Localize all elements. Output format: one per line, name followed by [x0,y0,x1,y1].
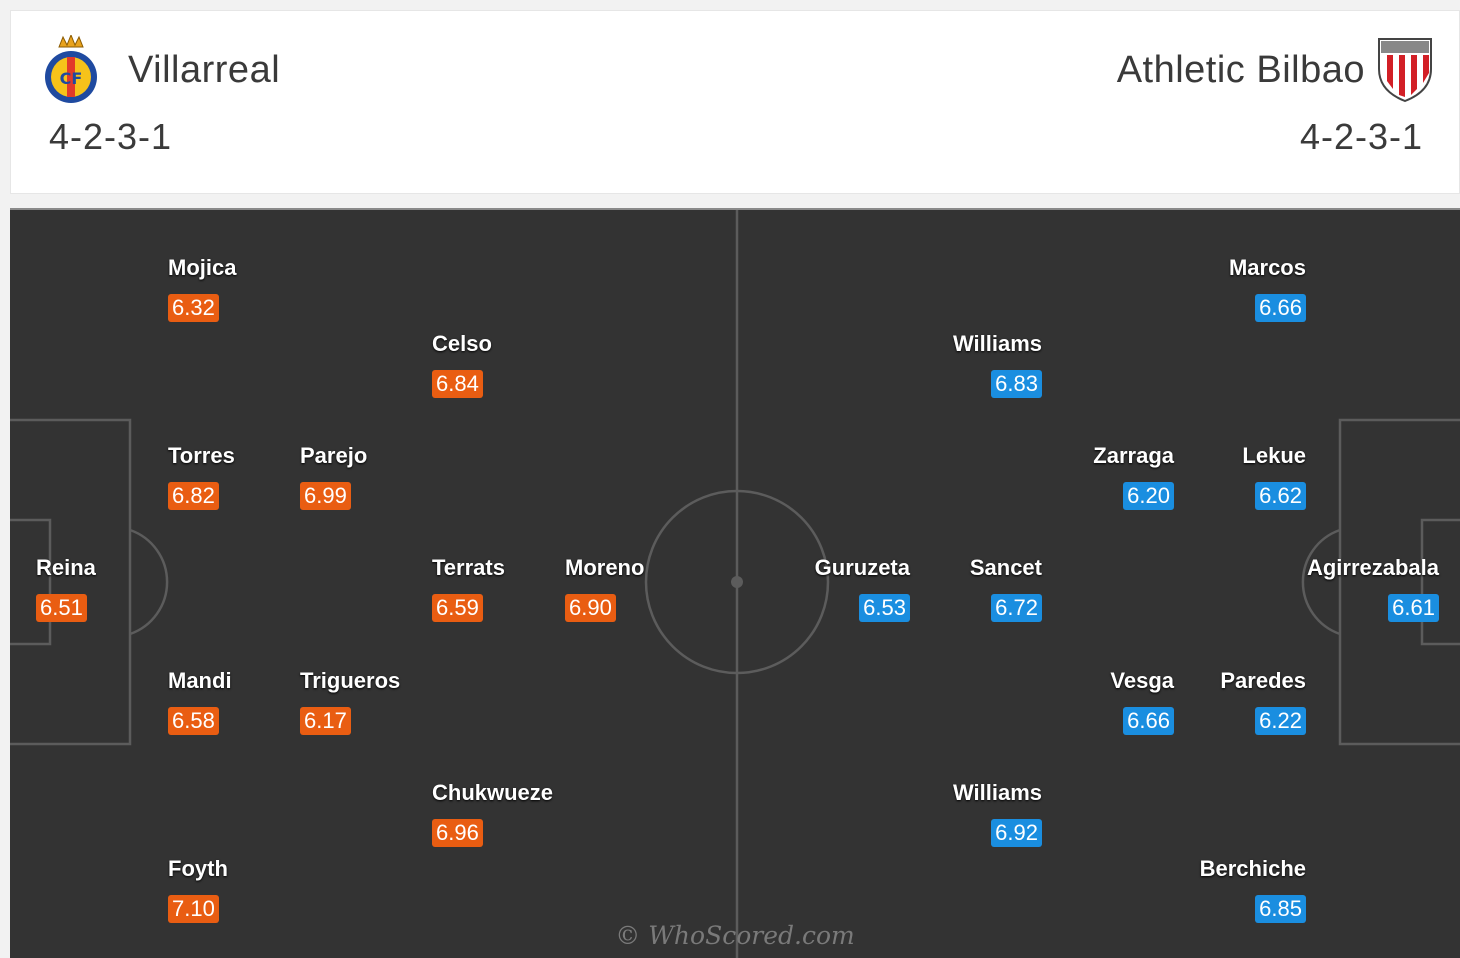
player-name: Sancet [969,555,1042,580]
home-player-mandi[interactable]: Mandi 6.58 [168,669,232,735]
player-rating: 6.53 [859,594,910,622]
player-rating: 6.51 [36,594,87,622]
player-name: Lekue [1242,443,1306,468]
player-name: Parejo [300,443,368,468]
home-player-terrats[interactable]: Terrats 6.59 [432,556,505,622]
player-name: Mandi [168,668,232,693]
home-player-foyth[interactable]: Foyth 7.10 [168,857,228,923]
player-name: Celso [432,331,492,356]
player-rating: 7.10 [168,895,219,923]
player-name: Berchiche [1199,856,1306,881]
player-rating: 6.72 [991,594,1042,622]
player-rating: 6.32 [168,294,219,322]
away-team-name[interactable]: Athletic Bilbao [1116,49,1365,91]
away-player-marcos[interactable]: Marcos 6.66 [1229,256,1306,322]
player-rating: 6.90 [565,594,616,622]
player-rating: 6.84 [432,370,483,398]
away-player-williams-2[interactable]: Williams 6.92 [953,781,1042,847]
away-player-lekue[interactable]: Lekue 6.62 [1242,444,1306,510]
player-rating: 6.66 [1123,707,1174,735]
player-name: Reina [36,555,96,580]
player-name: Torres [168,443,235,468]
player-name: Williams [952,780,1042,805]
player-name: Agirrezabala [1306,555,1439,580]
home-team-name[interactable]: Villarreal [128,49,281,91]
home-player-moreno[interactable]: Moreno 6.90 [565,556,644,622]
home-player-celso[interactable]: Celso 6.84 [432,332,492,398]
away-formation: 4-2-3-1 [1299,116,1423,157]
match-header: CF Villarreal 4-2-3-1 Athletic Bilbao 4-… [10,10,1460,194]
player-rating: 6.62 [1255,482,1306,510]
player-rating: 6.66 [1255,294,1306,322]
player-rating: 6.17 [300,707,351,735]
player-name: Moreno [565,555,645,580]
player-name: Chukwueze [432,780,554,805]
player-name: Marcos [1228,255,1306,280]
player-name: Trigueros [300,668,401,693]
player-rating: 6.82 [168,482,219,510]
player-rating: 6.58 [168,707,219,735]
player-name: Terrats [432,555,505,580]
home-player-reina[interactable]: Reina 6.51 [36,556,96,622]
away-player-sancet[interactable]: Sancet 6.72 [970,556,1042,622]
away-player-vesga[interactable]: Vesga 6.66 [1110,669,1174,735]
svg-text:CF: CF [60,69,83,88]
away-player-paredes[interactable]: Paredes 6.22 [1220,669,1306,735]
player-rating: 6.20 [1123,482,1174,510]
player-rating: 6.85 [1255,895,1306,923]
player-rating: 6.96 [432,819,483,847]
player-name: Williams [952,331,1042,356]
home-player-trigueros[interactable]: Trigueros 6.17 [300,669,400,735]
away-player-zarraga[interactable]: Zarraga 6.20 [1093,444,1174,510]
player-name: Zarraga [1093,443,1174,468]
away-player-berchiche[interactable]: Berchiche 6.85 [1200,857,1306,923]
player-name: Guruzeta [814,555,910,580]
whoscored-watermark: © WhoScored.com [615,921,855,950]
pitch: Reina 6.51 Mojica 6.32 Torres 6.82 Mandi… [10,208,1460,958]
home-player-chukwueze[interactable]: Chukwueze 6.96 [432,781,553,847]
home-player-parejo[interactable]: Parejo 6.99 [300,444,367,510]
player-name: Foyth [168,856,228,881]
away-player-guruzeta[interactable]: Guruzeta 6.53 [815,556,910,622]
home-player-torres[interactable]: Torres 6.82 [168,444,235,510]
home-player-mojica[interactable]: Mojica 6.32 [168,256,236,322]
player-rating: 6.22 [1255,707,1306,735]
away-player-agirrezabala[interactable]: Agirrezabala 6.61 [1307,556,1439,622]
player-name: Mojica [168,255,237,280]
player-rating: 6.61 [1388,594,1439,622]
player-rating: 6.83 [991,370,1042,398]
away-player-williams-1[interactable]: Williams 6.83 [953,332,1042,398]
pitch-markings [10,210,1460,958]
player-rating: 6.99 [300,482,351,510]
athletic-bilbao-crest-icon [1375,35,1435,103]
villarreal-crest-icon: CF [43,33,99,107]
home-formation: 4-2-3-1 [49,116,173,157]
player-rating: 6.92 [991,819,1042,847]
player-name: Vesga [1110,668,1174,693]
player-name: Paredes [1220,668,1306,693]
player-rating: 6.59 [432,594,483,622]
